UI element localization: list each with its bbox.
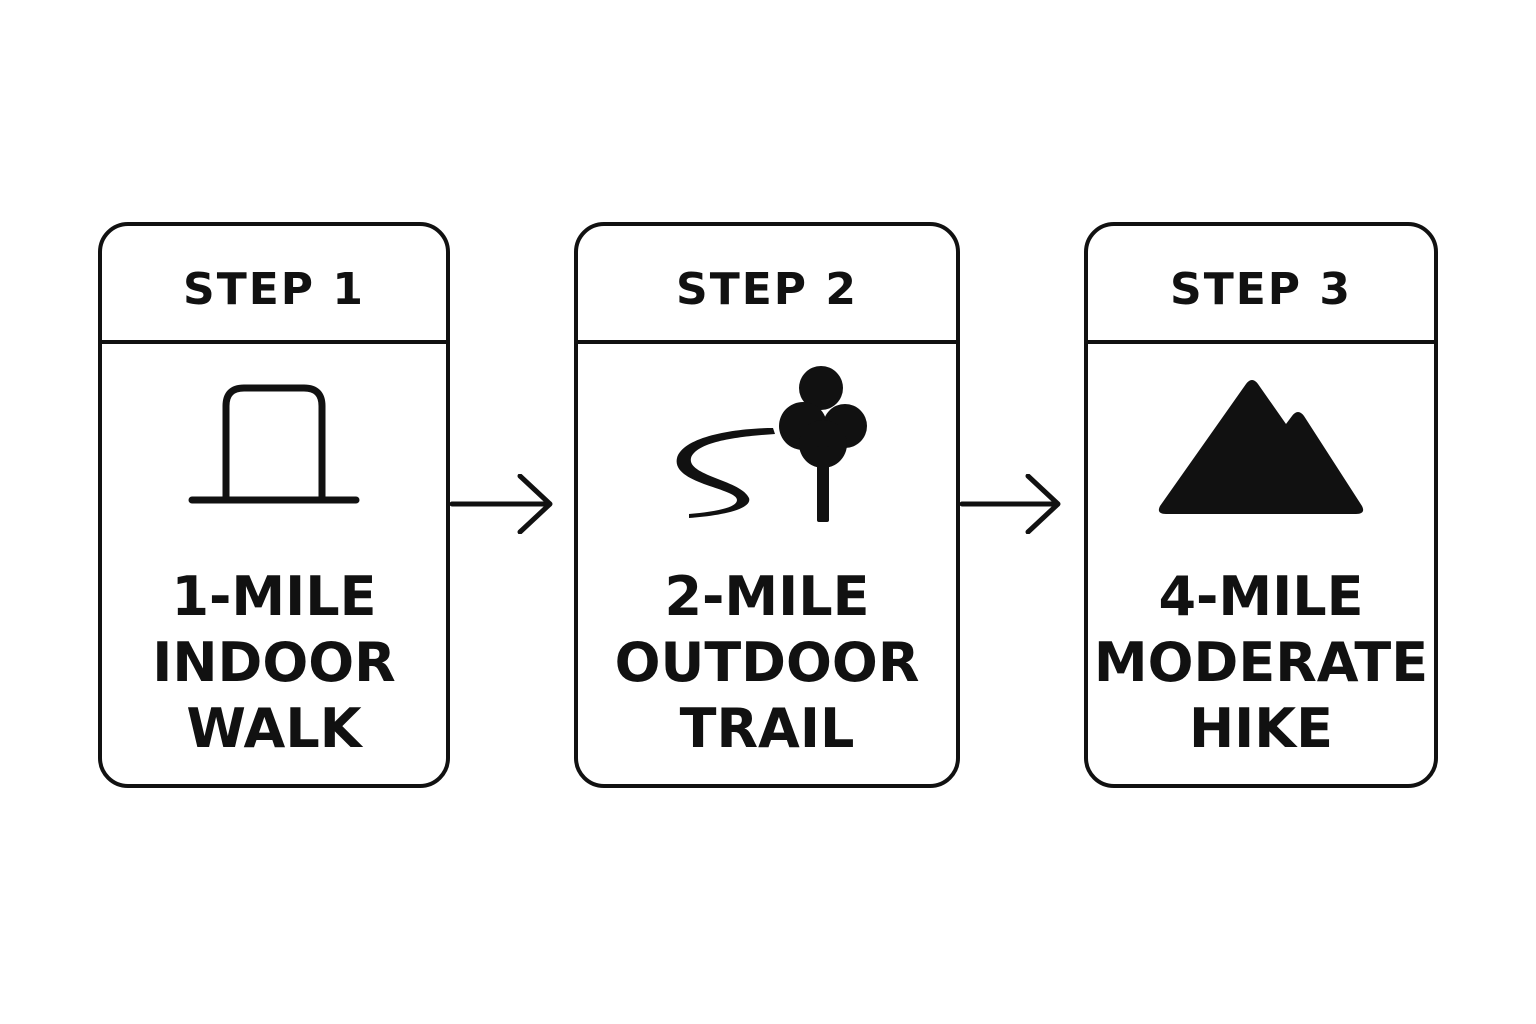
arrow-right-icon — [449, 473, 556, 535]
mountain-icon — [1088, 366, 1434, 526]
step-title-line: 1-MILE — [171, 565, 377, 628]
step-title-line: TRAIL — [679, 697, 855, 760]
arrow-right-icon — [959, 473, 1064, 535]
door-icon — [102, 366, 446, 526]
step-title-line: INDOOR — [152, 631, 396, 694]
trail-tree-icon — [578, 366, 956, 526]
step-title-line: 2-MILE — [664, 565, 870, 628]
step-title-3: 4-MILE MODERATE HIKE — [1088, 564, 1434, 762]
step-title-line: MODERATE — [1093, 631, 1429, 694]
step-header-3: STEP 3 — [1088, 226, 1434, 344]
step-title-2: 2-MILE OUTDOOR TRAIL — [578, 564, 956, 762]
step-title-line: WALK — [186, 697, 362, 760]
step-card-1: STEP 1 1-MILE INDOOR WALK — [98, 222, 450, 788]
step-title-line: 4-MILE — [1158, 565, 1364, 628]
step-label: STEP 3 — [1170, 264, 1352, 315]
step-header-1: STEP 1 — [102, 226, 446, 344]
step-card-3: STEP 3 4-MILE MODERATE HIKE — [1084, 222, 1438, 788]
step-card-2: STEP 2 2-MILE OUTDOOR TRAIL — [574, 222, 960, 788]
step-label: STEP 2 — [676, 264, 858, 315]
step-label: STEP 1 — [183, 264, 365, 315]
step-title-line: OUTDOOR — [614, 631, 920, 694]
step-title-line: HIKE — [1188, 697, 1334, 760]
step-header-2: STEP 2 — [578, 226, 956, 344]
step-title-1: 1-MILE INDOOR WALK — [102, 564, 446, 762]
